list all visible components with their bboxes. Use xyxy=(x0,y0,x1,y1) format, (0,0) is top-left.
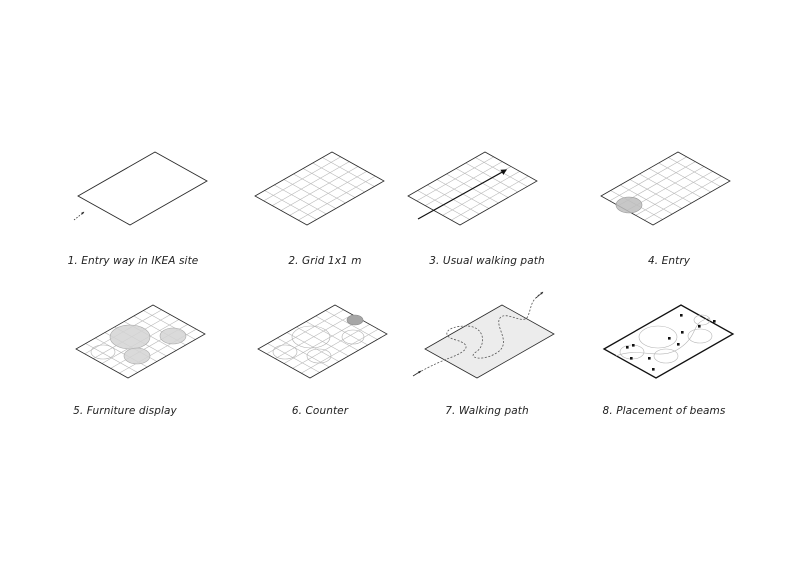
grid-line xyxy=(266,309,344,355)
beam xyxy=(668,337,671,340)
display-zone xyxy=(159,327,187,345)
grid-line xyxy=(298,175,376,221)
beam xyxy=(652,368,655,371)
beam xyxy=(648,357,651,360)
display-zone-outline xyxy=(272,344,298,360)
grid-border xyxy=(254,151,385,226)
grid-line xyxy=(609,156,687,202)
walking-arrow-icon xyxy=(417,169,508,220)
display-zone-outline xyxy=(291,325,331,349)
display-zone-outline xyxy=(341,329,365,345)
beam xyxy=(632,344,635,347)
beam xyxy=(626,346,629,349)
beams xyxy=(626,314,716,371)
path-entry-arrow-icon xyxy=(412,370,422,377)
panel-entry xyxy=(600,151,731,226)
grid-line xyxy=(451,175,529,221)
grid-line xyxy=(301,328,379,374)
grid-line xyxy=(283,319,362,364)
counter-zone xyxy=(346,314,364,326)
grid-plane xyxy=(600,151,731,226)
grid-border xyxy=(257,304,388,379)
panel-entry-way xyxy=(73,151,208,226)
caption-2: 2. Grid 1x1 m xyxy=(288,255,362,267)
panel-grid xyxy=(254,151,385,226)
panel-beams xyxy=(602,304,735,379)
grid-line xyxy=(416,156,494,202)
grid-border xyxy=(600,151,731,226)
panel-usual-path xyxy=(407,151,538,226)
panel-walking-path xyxy=(412,291,555,379)
grid-line xyxy=(425,161,503,206)
site-plane xyxy=(77,151,208,226)
beam xyxy=(713,320,716,323)
beam xyxy=(677,343,680,346)
entry-zone xyxy=(615,196,643,214)
shaded-plane xyxy=(424,304,555,379)
grid-plane xyxy=(254,151,385,226)
grid-border xyxy=(407,151,538,226)
display-zone-outline xyxy=(90,344,116,360)
panel-counter xyxy=(257,304,388,379)
path-exit-arrow-icon xyxy=(535,291,544,299)
grid-border xyxy=(75,304,206,379)
curved-path xyxy=(417,293,541,374)
display-zone xyxy=(123,347,151,365)
beam xyxy=(681,331,684,334)
beam xyxy=(630,357,633,360)
grid-line xyxy=(272,161,350,206)
grid-line xyxy=(635,171,713,216)
caption-5: 5. Furniture display xyxy=(73,405,177,417)
grid-line xyxy=(644,175,722,221)
grid-line xyxy=(263,156,341,202)
panel-furniture-display xyxy=(75,304,206,379)
caption-6: 6. Counter xyxy=(291,405,349,417)
display-zone-outline xyxy=(306,348,332,364)
caption-1: 1. Entry way in IKEA site xyxy=(67,255,199,267)
site-plane xyxy=(602,304,735,379)
beam xyxy=(698,325,701,328)
grid-line xyxy=(280,166,359,211)
grid-line xyxy=(289,171,367,216)
grid-plane xyxy=(257,304,388,379)
grid-line xyxy=(442,171,520,216)
entry-arrow-icon xyxy=(73,211,85,221)
caption-8: 8. Placement of beams xyxy=(602,405,726,417)
caption-3: 3. Usual walking path xyxy=(429,255,545,267)
display-zone xyxy=(109,324,151,350)
caption-7: 7. Walking path xyxy=(445,405,529,417)
beam xyxy=(680,314,683,317)
grid-line xyxy=(292,324,370,369)
grid-line xyxy=(275,314,353,359)
caption-4: 4. Entry xyxy=(647,255,691,267)
zone-outlines xyxy=(615,314,713,364)
